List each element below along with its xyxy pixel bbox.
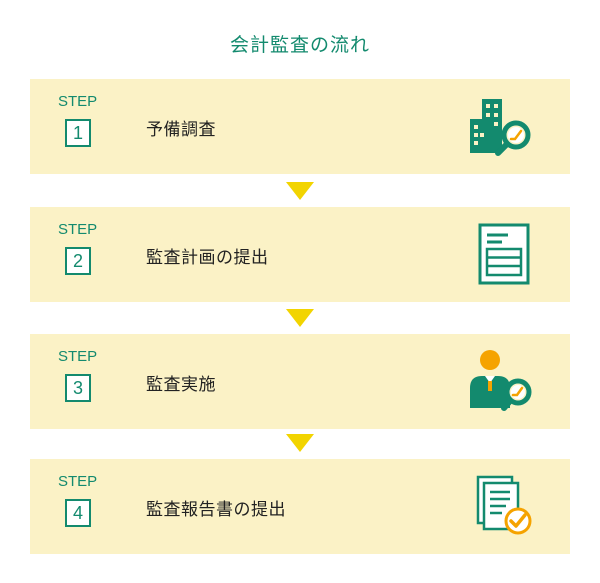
auditor-search-icon bbox=[470, 350, 532, 411]
step-2-word: STEP bbox=[58, 221, 98, 238]
step-2-label: 監査計画の提出 bbox=[146, 248, 269, 268]
step-4-word: STEP bbox=[58, 473, 98, 490]
report-check-icon bbox=[476, 475, 532, 535]
step-3-word: STEP bbox=[58, 348, 98, 365]
step-1-label: 予備調査 bbox=[146, 120, 216, 140]
down-arrow-icon bbox=[286, 182, 314, 200]
step-2-number: 2 bbox=[65, 247, 91, 275]
flow-title: 会計監査の流れ bbox=[229, 34, 370, 56]
step-3-box: STEP 3 監査実施 bbox=[30, 334, 570, 429]
step-4-number: 4 bbox=[65, 499, 91, 527]
building-search-icon bbox=[470, 99, 531, 156]
step-3-number: 3 bbox=[65, 374, 91, 402]
step-1-box: STEP 1 予備調査 bbox=[30, 79, 570, 174]
step-3-label: 監査実施 bbox=[146, 375, 216, 395]
step-2-box: STEP 2 監査計画の提出 bbox=[30, 207, 570, 302]
document-plan-icon bbox=[478, 223, 530, 285]
down-arrow-icon bbox=[286, 434, 314, 452]
step-1-number: 1 bbox=[65, 119, 91, 147]
step-1-word: STEP bbox=[58, 93, 98, 110]
down-arrow-icon bbox=[286, 309, 314, 327]
step-4-box: STEP 4 監査報告書の提出 bbox=[30, 459, 570, 554]
step-4-label: 監査報告書の提出 bbox=[146, 500, 286, 520]
